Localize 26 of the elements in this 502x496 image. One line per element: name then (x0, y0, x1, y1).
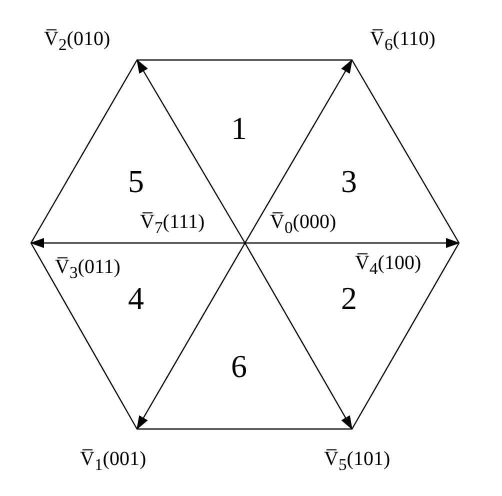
hexagon-side (137, 428, 352, 430)
sector-number: 3 (341, 163, 357, 200)
vector-arrow (30, 238, 245, 248)
vector-label: V̅$_{6}$(110) (370, 28, 436, 55)
vector-label: V̅$_{0}$(000) (270, 211, 336, 238)
vector-label: V̅$_{3}$(011) (55, 256, 120, 283)
sector-number: 4 (128, 280, 144, 317)
vector-label: V̅$_{2}$(010) (44, 28, 110, 55)
vector-label: V̅$_{1}$(001) (80, 448, 146, 475)
vector-label: V̅$_{7}$(111) (140, 211, 205, 238)
vector-arrow (245, 238, 460, 248)
vector-arrow (244, 59, 353, 244)
sector-number: 2 (341, 280, 357, 317)
hexagon-side (351, 242, 460, 430)
sector-number: 6 (231, 348, 247, 385)
hexagon-side (351, 60, 460, 244)
hexagon-side (30, 60, 138, 244)
vector-label: V̅$_{4}$(100) (355, 252, 422, 279)
hexagon-side (30, 242, 138, 430)
vector-label: V̅$_{5}$(101) (324, 448, 390, 475)
sector-number: 1 (231, 110, 247, 147)
vector-arrow (136, 59, 246, 244)
hexagon-side (137, 59, 352, 61)
vector-arrow (136, 242, 246, 430)
sector-number: 5 (128, 163, 144, 200)
vector-arrow (244, 242, 353, 430)
